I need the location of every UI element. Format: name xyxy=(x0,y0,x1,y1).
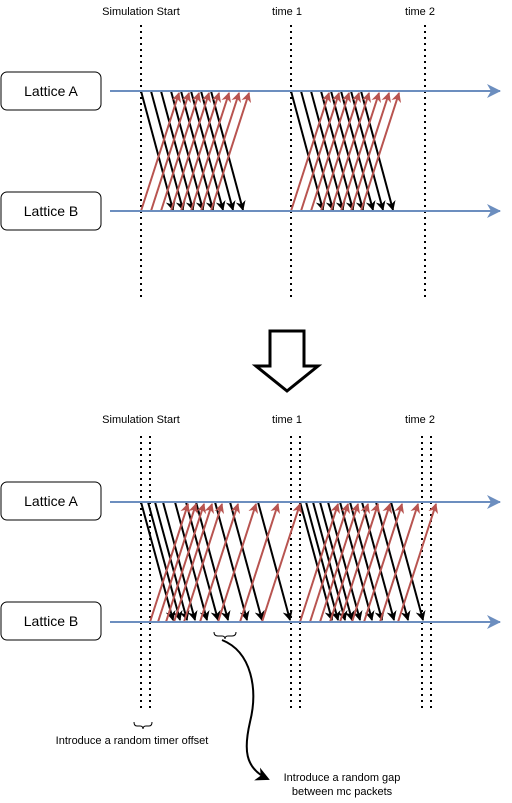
bottom-marker-time2-label: time 2 xyxy=(405,414,435,426)
top-red-arrow xyxy=(190,92,232,212)
bottom-marker-start-label: Simulation Start xyxy=(102,414,180,426)
top-black-arrow xyxy=(210,90,246,211)
top-lattice-a-label: Lattice A xyxy=(24,83,78,99)
top-red-arrow xyxy=(210,92,252,212)
bottom-black-arrow xyxy=(214,501,250,621)
bottom-black-arrow xyxy=(140,501,176,621)
bottom-marker-time1-label: time 1 xyxy=(272,414,302,426)
top-lattice-b-label: Lattice B xyxy=(24,203,78,219)
bottom-arrow-group xyxy=(140,501,439,623)
bottom-diagram: Simulation Start time 1 time 2 Lattice A… xyxy=(0,414,501,798)
bottom-lattice-a-label: Lattice A xyxy=(24,493,78,509)
top-lattice-a-box xyxy=(0,71,102,111)
bottom-black-arrow xyxy=(257,501,293,621)
top-red-arrow xyxy=(340,92,382,212)
bottom-red-arrow xyxy=(165,503,207,623)
bottom-black-arrow xyxy=(147,501,183,621)
bottom-black-arrow xyxy=(361,501,397,621)
bottom-black-arrow xyxy=(174,501,210,621)
bottom-red-arrow xyxy=(329,503,371,623)
bottom-red-arrow xyxy=(199,503,241,623)
top-arrow-group xyxy=(140,90,402,212)
bottom-red-arrow xyxy=(299,503,341,623)
bottom-black-arrow xyxy=(162,501,198,621)
bottom-red-arrow xyxy=(363,503,405,623)
bottom-red-arrow xyxy=(351,503,393,623)
bottom-red-arrow xyxy=(319,503,361,623)
bottom-red-arrow xyxy=(149,503,191,623)
offset-brace xyxy=(133,721,153,730)
bottom-black-arrow xyxy=(305,501,341,621)
top-marker-start-label: Simulation Start xyxy=(102,6,180,18)
top-diagram: Simulation Start time 1 time 2 Lattice A… xyxy=(0,6,501,300)
bottom-red-arrow xyxy=(397,503,439,623)
gap-note-line2: between mc packets xyxy=(292,786,393,798)
bottom-red-arrow xyxy=(261,503,303,623)
bottom-red-arrow xyxy=(173,503,215,623)
transition-down-arrow xyxy=(251,329,323,393)
gap-annotation-arrow xyxy=(221,639,270,781)
top-marker-time2-label: time 2 xyxy=(405,6,435,18)
top-red-arrow xyxy=(180,92,222,212)
top-black-arrow xyxy=(360,90,396,211)
bottom-lattice-b-label: Lattice B xyxy=(24,613,78,629)
top-red-arrow xyxy=(200,92,242,212)
bottom-black-arrow xyxy=(195,501,231,621)
bottom-red-arrow xyxy=(309,503,351,623)
bottom-black-arrow xyxy=(229,501,265,621)
top-red-arrow xyxy=(330,92,372,212)
top-red-arrow xyxy=(140,92,182,212)
bottom-lattice-a-box xyxy=(0,481,102,521)
top-lattice-b-box xyxy=(0,191,102,231)
bottom-black-arrow xyxy=(339,501,375,621)
top-red-arrow xyxy=(300,92,342,212)
gap-note-line1: Introduce a random gap xyxy=(284,772,401,784)
top-red-arrow xyxy=(350,92,392,212)
bottom-red-arrow xyxy=(217,503,259,623)
bottom-red-arrow xyxy=(339,503,381,623)
top-red-arrow xyxy=(150,92,192,212)
top-red-arrow xyxy=(320,92,362,212)
top-red-arrow xyxy=(290,92,332,212)
bottom-red-arrow xyxy=(239,503,281,623)
timer-offset-note: Introduce a random timer offset xyxy=(56,735,209,747)
top-red-arrow xyxy=(160,92,202,212)
bottom-lattice-b-box xyxy=(0,601,102,641)
top-black-arrow xyxy=(350,90,386,211)
top-black-arrow xyxy=(200,90,236,211)
bottom-red-arrow xyxy=(157,503,199,623)
bottom-red-arrow xyxy=(183,503,225,623)
bottom-black-arrow xyxy=(349,501,385,621)
bottom-red-arrow xyxy=(379,503,421,623)
gap-brace xyxy=(213,631,237,640)
bottom-black-arrow xyxy=(375,501,411,621)
top-red-arrow xyxy=(360,92,402,212)
top-red-arrow xyxy=(310,92,352,212)
top-red-arrow xyxy=(170,92,212,212)
top-marker-time1-label: time 1 xyxy=(272,6,302,18)
